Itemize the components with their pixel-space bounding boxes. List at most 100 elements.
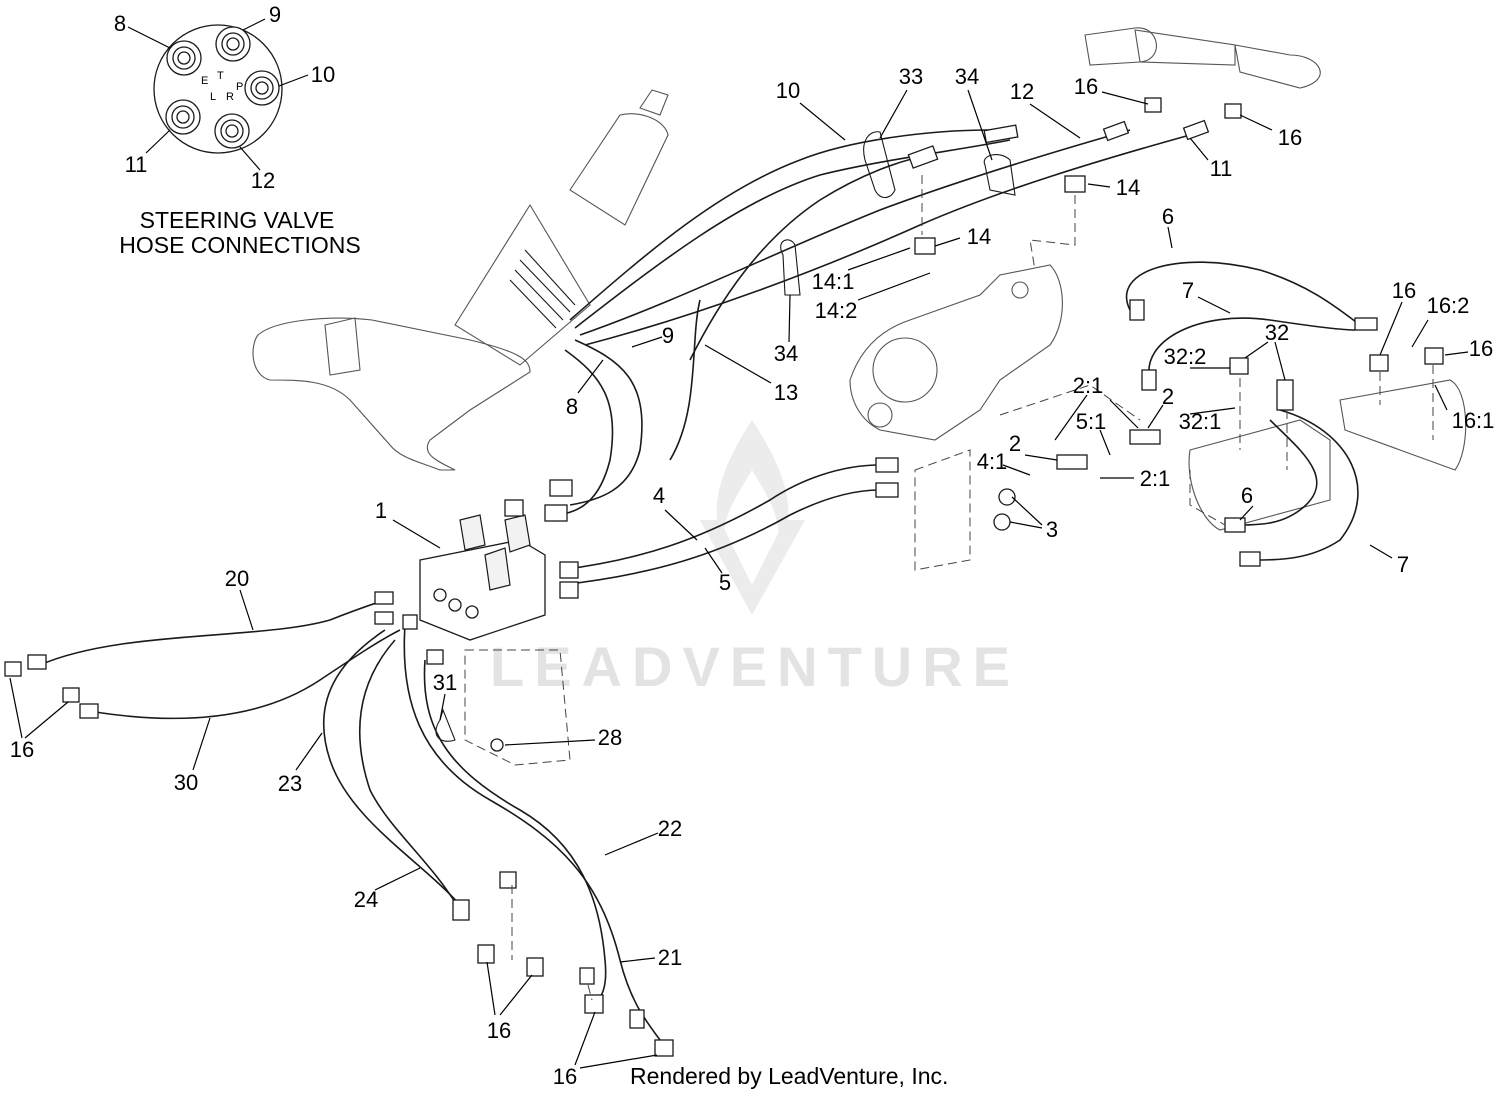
hose-end-4-pump bbox=[875, 457, 899, 473]
callout-21: 21 bbox=[658, 945, 682, 970]
leader-9 bbox=[631, 336, 663, 348]
leader-11 bbox=[1189, 137, 1209, 161]
leader-32-b bbox=[1274, 341, 1286, 381]
hose-end-10 bbox=[983, 124, 1019, 144]
mount-plate bbox=[914, 449, 971, 571]
leader-16-bottom-c bbox=[574, 1011, 596, 1066]
callout-9-inset: 9 bbox=[269, 2, 281, 27]
watermark-flame-icon bbox=[716, 420, 789, 560]
leader-3-a bbox=[1011, 496, 1043, 526]
elbow-16-bottom-b bbox=[526, 957, 544, 977]
hose-21 bbox=[423, 659, 607, 1001]
guide-16-bottom-c bbox=[587, 984, 593, 1001]
clamp-34-top bbox=[983, 154, 1016, 196]
watermark: LEADVENTURE bbox=[490, 420, 1020, 698]
hose-end-7-low bbox=[1239, 551, 1261, 567]
port-letter-p: P bbox=[236, 81, 243, 93]
hose-7-upper bbox=[1148, 317, 1356, 381]
callout-16-top-b: 16 bbox=[1278, 125, 1302, 150]
footer-credit: Rendered by LeadVenture, Inc. bbox=[630, 1063, 948, 1089]
fittings bbox=[4, 97, 1444, 1057]
leader-10-inset bbox=[278, 74, 309, 87]
leader-22 bbox=[604, 832, 659, 856]
valve-cartridge-a bbox=[459, 514, 486, 551]
hose-30 bbox=[94, 629, 401, 720]
callout-34-top: 34 bbox=[955, 64, 979, 89]
leader-2-1-top-b bbox=[1054, 394, 1088, 441]
hose-end-23-low bbox=[499, 871, 517, 889]
pump-hoses bbox=[559, 464, 881, 586]
leader-4-1 bbox=[1002, 464, 1031, 476]
port-fitting-9 bbox=[215, 26, 251, 62]
callout-14-1: 14:1 bbox=[812, 269, 855, 294]
hose-end-4-valve bbox=[559, 561, 579, 579]
watermark-text: LEADVENTURE bbox=[490, 635, 1020, 698]
callout-12: 12 bbox=[1010, 79, 1034, 104]
leader-6-top bbox=[1167, 226, 1173, 249]
leader-3-b bbox=[1009, 521, 1043, 529]
valve-cartridge-b bbox=[484, 547, 511, 591]
hose-24 bbox=[359, 639, 461, 911]
nut-3-a bbox=[998, 488, 1016, 506]
valve-cartridge-c bbox=[504, 514, 531, 553]
callout-14-b: 14 bbox=[967, 224, 991, 249]
inset-title-line2: HOSE CONNECTIONS bbox=[119, 232, 361, 258]
lower-bracket bbox=[464, 649, 571, 766]
nut-3-b bbox=[993, 513, 1011, 531]
hose-end-30-left bbox=[79, 703, 99, 719]
steering-column-assembly bbox=[252, 89, 669, 471]
elbow-14-b bbox=[914, 237, 936, 255]
leader-24 bbox=[374, 867, 421, 891]
mount-bracket-outline bbox=[252, 317, 531, 471]
hose-12 bbox=[579, 129, 1131, 336]
callout-12-inset: 12 bbox=[251, 168, 275, 193]
clamp-31 bbox=[435, 708, 456, 742]
callout-32-2: 32:2 bbox=[1164, 344, 1207, 369]
callout-10: 10 bbox=[776, 78, 800, 103]
steering-valve-inset: T L R P E STEERING VALVE HOSE CONNECTION… bbox=[119, 18, 361, 258]
elbow-32-b bbox=[1276, 379, 1294, 411]
elbow-16-left-a bbox=[4, 661, 22, 677]
callout-11-inset: 11 bbox=[125, 152, 148, 177]
tee-fitting-2-left bbox=[1056, 454, 1088, 470]
port-letter-e: E bbox=[201, 75, 208, 87]
callout-1: 1 bbox=[375, 498, 387, 523]
leader-16-2 bbox=[1411, 319, 1429, 348]
leader-34-top bbox=[967, 89, 993, 161]
callout-20: 20 bbox=[225, 566, 249, 591]
hose-end-21-low bbox=[579, 967, 595, 985]
callout-14-a: 14 bbox=[1116, 175, 1140, 200]
cylinder-hoses bbox=[1125, 261, 1361, 561]
callout-2-left: 2 bbox=[1009, 431, 1021, 456]
leader-20 bbox=[239, 589, 254, 631]
leader-7-top bbox=[1197, 296, 1231, 314]
callout-7-low: 7 bbox=[1397, 552, 1409, 577]
callout-11: 11 bbox=[1210, 156, 1233, 181]
elbow-16-far bbox=[1424, 347, 1444, 365]
callout-3: 3 bbox=[1046, 517, 1058, 542]
hose-end-7-top bbox=[1141, 369, 1157, 391]
hose-23 bbox=[322, 629, 461, 906]
leader-16-bottom-d bbox=[579, 1054, 658, 1069]
inset-title-line1: STEERING VALVE bbox=[140, 207, 335, 233]
leader-9-inset bbox=[242, 18, 266, 31]
hose-end-30-valve bbox=[374, 611, 394, 625]
callout-16-bottom-b: 16 bbox=[553, 1064, 577, 1089]
upper-hoses bbox=[549, 129, 1191, 516]
leader-16-1 bbox=[1434, 384, 1448, 411]
port-letter-l: L bbox=[210, 91, 216, 103]
callout-30: 30 bbox=[174, 770, 198, 795]
steering-column-body bbox=[569, 113, 669, 226]
callout-16-1: 16:1 bbox=[1452, 408, 1495, 433]
leader-16-bottom-b bbox=[499, 974, 533, 1016]
callout-2-right: 2 bbox=[1162, 384, 1174, 409]
hose-end-24-low bbox=[452, 899, 470, 921]
hose-end-22-valve bbox=[402, 614, 418, 630]
leader-16-left-a bbox=[9, 677, 23, 739]
leader-4 bbox=[664, 509, 698, 541]
callout-23: 23 bbox=[278, 771, 302, 796]
lower-hoses bbox=[39, 599, 661, 1041]
callout-16-right: 16 bbox=[1392, 278, 1416, 303]
hose-13 bbox=[689, 154, 931, 361]
